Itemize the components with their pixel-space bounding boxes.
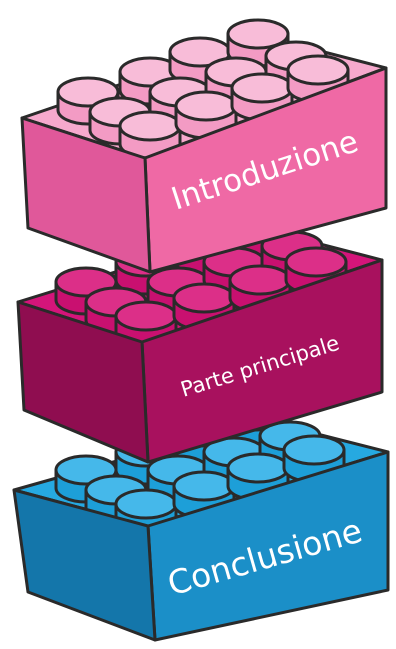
brick-introduzione: Introduzione — [20, 18, 388, 274]
brick-parte-principale-side — [16, 300, 150, 464]
brick-introduzione-side — [20, 116, 152, 274]
brick-parte-principale: Parte principale — [16, 210, 384, 464]
stud — [282, 434, 346, 484]
brick-introduzione-studs — [56, 18, 350, 160]
brick-conclusione-side — [12, 488, 157, 642]
